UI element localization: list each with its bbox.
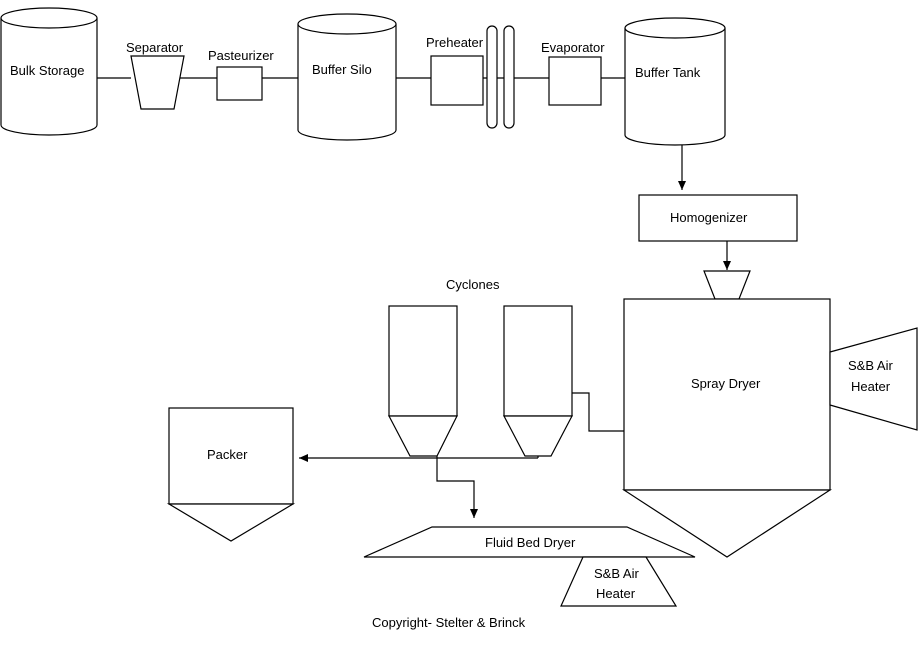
buffer-tank: Buffer Tank: [624, 17, 726, 146]
packer: Packer: [166, 407, 296, 542]
sb-air-heater-right-label-line1: S&B Air: [848, 358, 893, 373]
packer-label: Packer: [207, 447, 248, 462]
bulk-storage-label: Bulk Storage: [10, 63, 84, 78]
cyclone-left: [388, 305, 458, 457]
sb-air-heater-bottom: S&B Air Heater: [560, 556, 678, 607]
separator: Separator: [126, 40, 185, 110]
sb-air-heater-right: S&B Air Heater: [829, 327, 918, 431]
spray-dryer-label: Spray Dryer: [691, 376, 761, 391]
copyright-text: Copyright- Stelter & Brinck: [372, 615, 526, 630]
spray-nozzle: [703, 270, 751, 300]
cyclones-label: Cyclones: [446, 277, 500, 292]
sb-air-heater-bottom-label-line1: S&B Air: [594, 566, 639, 581]
homogenizer-label: Homogenizer: [670, 210, 748, 225]
fluid-bed-dryer-label: Fluid Bed Dryer: [485, 535, 576, 550]
preheater: Preheater: [426, 35, 484, 106]
plate-heat-exchanger: [486, 25, 515, 129]
bulk-storage-tank: Bulk Storage: [0, 7, 98, 136]
preheater-label: Preheater: [426, 35, 484, 50]
arrow-cyclone-to-fluid-bed-dryer: [436, 456, 478, 518]
buffer-silo-label: Buffer Silo: [312, 62, 372, 77]
pasteurizer-label: Pasteurizer: [208, 48, 274, 63]
spray-dryer: Spray Dryer: [621, 298, 833, 558]
evaporator: Evaporator: [541, 40, 605, 106]
homogenizer: Homogenizer: [638, 194, 798, 242]
fluid-bed-dryer: Fluid Bed Dryer: [363, 526, 696, 558]
buffer-silo-tank: Buffer Silo: [297, 13, 397, 141]
cyclone-right: [503, 305, 573, 457]
sb-air-heater-bottom-label-line2: Heater: [596, 586, 636, 601]
sb-air-heater-right-label-line2: Heater: [851, 379, 891, 394]
buffer-tank-label: Buffer Tank: [635, 65, 701, 80]
pasteurizer: Pasteurizer: [208, 48, 274, 101]
evaporator-label: Evaporator: [541, 40, 605, 55]
separator-label: Separator: [126, 40, 184, 55]
